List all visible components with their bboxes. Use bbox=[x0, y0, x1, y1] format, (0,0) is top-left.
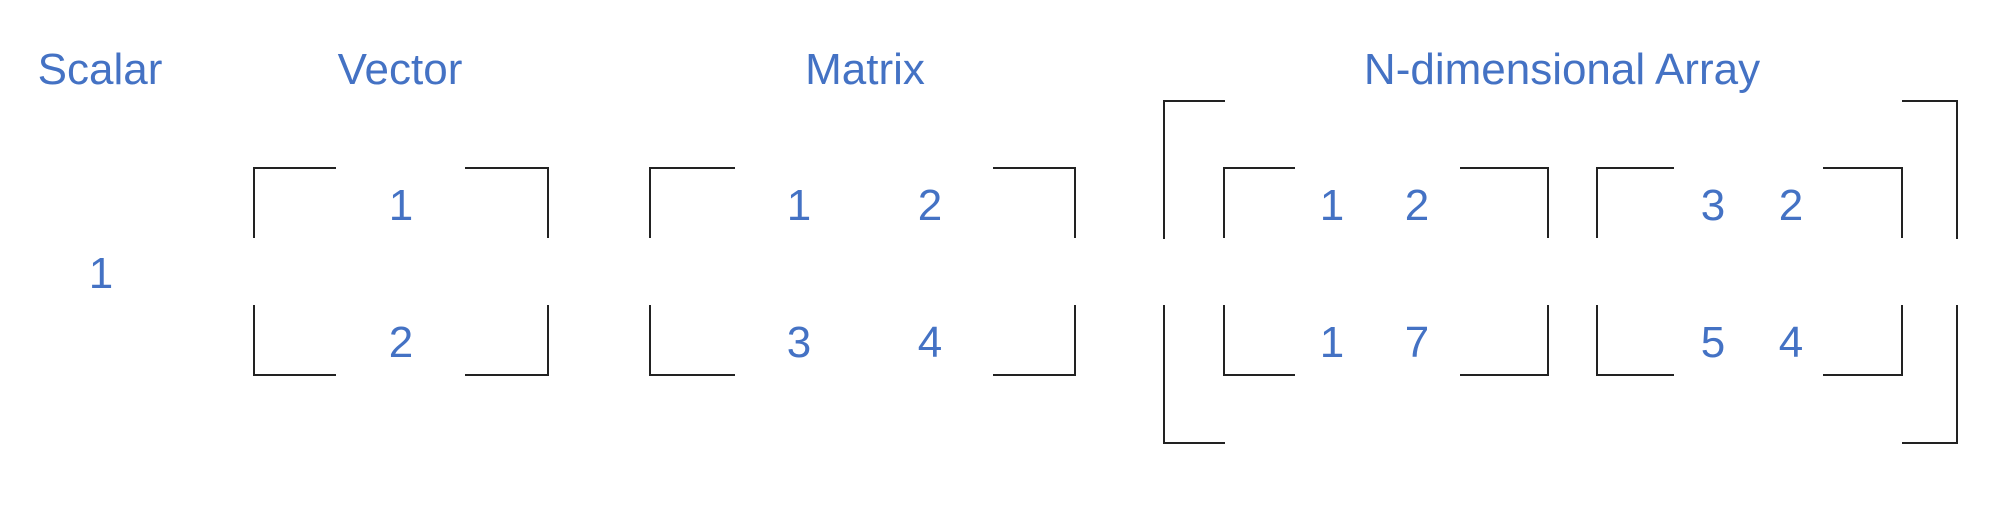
ndarray-header: N-dimensional Array bbox=[1363, 45, 1761, 94]
bracket-corner-top-left bbox=[1223, 167, 1295, 238]
ndarray-element: 1 bbox=[1319, 318, 1345, 367]
matrix-element: 2 bbox=[917, 181, 943, 230]
vector-element: 1 bbox=[388, 181, 414, 230]
ndarray-element: 7 bbox=[1404, 318, 1430, 367]
bracket-corner-bottom-left bbox=[253, 305, 336, 376]
ndarray-element: 4 bbox=[1778, 318, 1804, 367]
matrix-element: 4 bbox=[917, 318, 943, 367]
scalar-value: 1 bbox=[88, 249, 114, 298]
matrix-element: 1 bbox=[786, 181, 812, 230]
bracket-corner-bottom-left bbox=[1596, 305, 1674, 376]
scalar-header: Scalar bbox=[37, 45, 163, 94]
matrix-element: 3 bbox=[786, 318, 812, 367]
bracket-corner-top-left bbox=[649, 167, 735, 238]
bracket-corner-bottom-right bbox=[1902, 305, 1958, 444]
ndarray-element: 5 bbox=[1700, 318, 1726, 367]
bracket-corner-top-right bbox=[1902, 100, 1958, 239]
bracket-corner-top-left bbox=[253, 167, 336, 238]
bracket-corner-top-right bbox=[1823, 167, 1903, 238]
bracket-corner-bottom-left bbox=[1163, 305, 1225, 444]
bracket-corner-bottom-left bbox=[649, 305, 735, 376]
bracket-corner-bottom-right bbox=[465, 305, 549, 376]
bracket-corner-top-left bbox=[1596, 167, 1674, 238]
matrix-header: Matrix bbox=[805, 45, 925, 94]
bracket-corner-bottom-right bbox=[993, 305, 1076, 376]
bracket-corner-top-right bbox=[465, 167, 549, 238]
bracket-corner-top-right bbox=[993, 167, 1076, 238]
bracket-corner-bottom-right bbox=[1823, 305, 1903, 376]
bracket-corner-top-right bbox=[1460, 167, 1549, 238]
ndarray-element: 2 bbox=[1778, 181, 1804, 230]
ndarray-element: 1 bbox=[1319, 181, 1345, 230]
vector-element: 2 bbox=[388, 318, 414, 367]
ndarray-element: 3 bbox=[1700, 181, 1726, 230]
vector-header: Vector bbox=[337, 45, 463, 94]
bracket-corner-bottom-right bbox=[1460, 305, 1549, 376]
bracket-corner-bottom-left bbox=[1223, 305, 1295, 376]
ndarray-element: 2 bbox=[1404, 181, 1430, 230]
bracket-corner-top-left bbox=[1163, 100, 1225, 239]
